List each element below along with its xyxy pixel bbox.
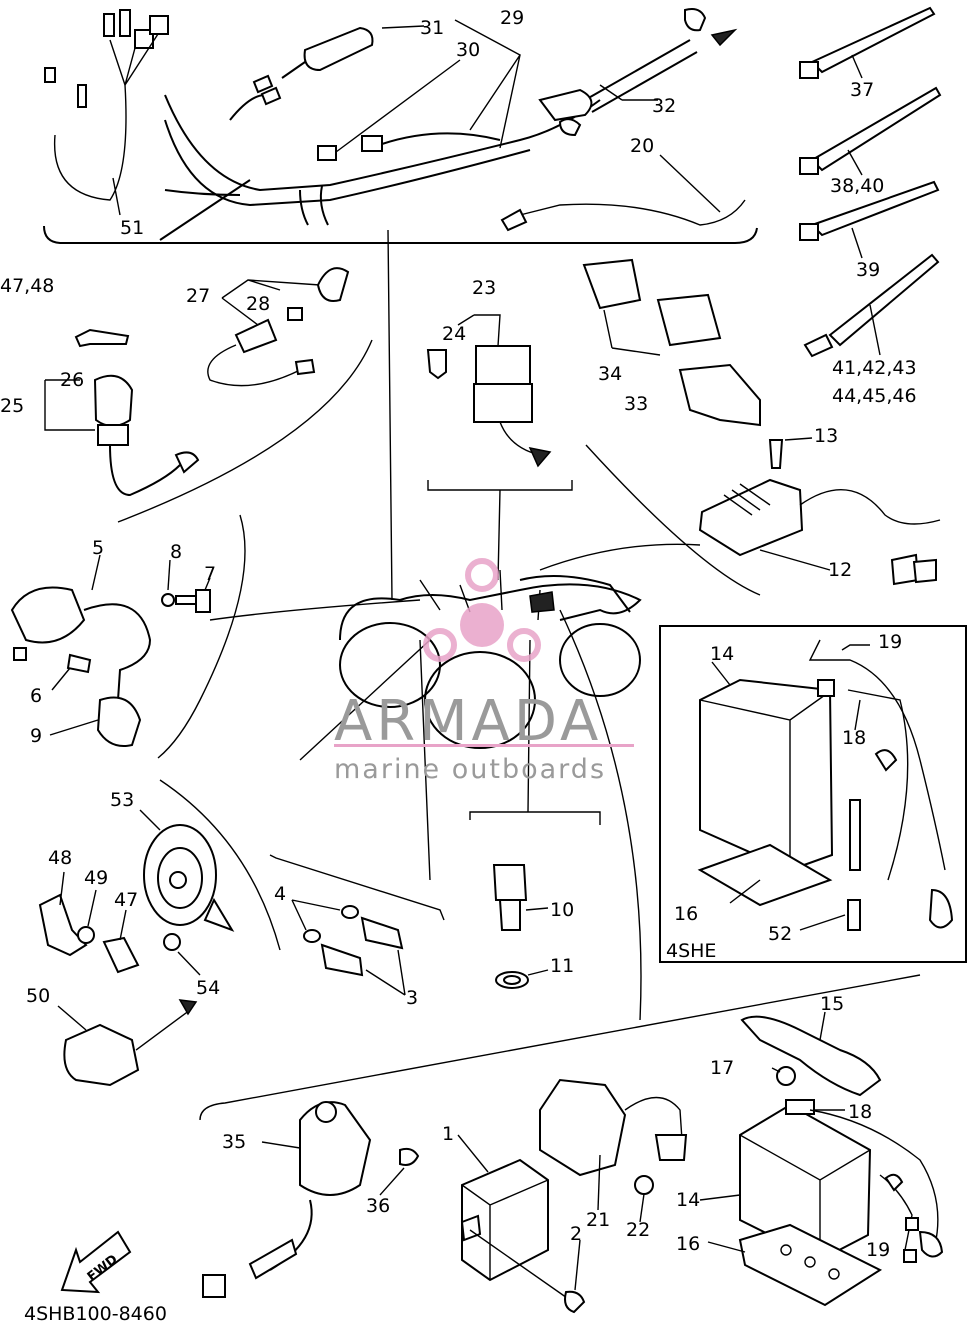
callout-18: 18 [848, 1101, 872, 1123]
horn-group [38, 779, 281, 1087]
callout-35: 35 [222, 1131, 246, 1153]
callout-52: 52 [768, 923, 792, 945]
watermark-rule [334, 744, 634, 747]
callout-50: 50 [26, 985, 50, 1007]
callout-41-43: 41,42,43 [832, 357, 917, 379]
callout-5: 5 [92, 537, 104, 559]
callout-7: 7 [204, 563, 216, 585]
callout-47-48-top: 47,48 [0, 275, 54, 297]
neutral-switch-group [469, 811, 601, 989]
callout-47: 47 [114, 889, 138, 911]
callout-33: 33 [624, 393, 648, 415]
watermark-tagline: marine outboards [334, 754, 606, 785]
callout-9: 9 [30, 725, 42, 747]
main-switch-group [44, 267, 373, 523]
callout-13: 13 [814, 425, 838, 447]
callout-6: 6 [30, 685, 42, 707]
callout-29: 29 [500, 7, 524, 29]
sensors-group [269, 854, 445, 996]
callout-48: 48 [48, 847, 72, 869]
callout-2: 2 [570, 1223, 582, 1245]
callout-18-inset: 18 [842, 727, 866, 749]
callout-17: 17 [710, 1057, 734, 1079]
callout-53: 53 [110, 789, 134, 811]
rectifier-group [698, 437, 941, 586]
callout-54: 54 [196, 977, 220, 999]
cable-ties-group [799, 6, 942, 358]
callout-38-40: 38,40 [830, 175, 884, 197]
callout-25: 25 [0, 395, 24, 417]
atv-outline [209, 229, 761, 1021]
callout-4: 4 [274, 883, 286, 905]
callout-49: 49 [84, 867, 108, 889]
callout-3: 3 [406, 987, 418, 1009]
watermark-brand: ARMADA [334, 689, 602, 754]
ignition-coil-group [10, 514, 246, 759]
callout-21: 21 [586, 1209, 610, 1231]
callout-39: 39 [856, 259, 880, 281]
inset-code: 4SHE [666, 940, 716, 962]
callout-8: 8 [170, 541, 182, 563]
callout-16: 16 [676, 1233, 700, 1255]
diagram-code: 4SHB100-8460 [24, 1303, 167, 1324]
callout-14-inset: 14 [710, 643, 734, 665]
starter-relay-group [426, 314, 573, 491]
bottom-electrical-group: FWD [60, 974, 944, 1314]
couplers-group [582, 258, 761, 427]
callout-11: 11 [550, 955, 574, 977]
callout-28: 28 [246, 293, 270, 315]
callout-32: 32 [652, 95, 676, 117]
callout-44-46: 44,45,46 [832, 385, 917, 407]
callout-labels: 31 29 30 32 20 51 37 38,40 39 41,42,43 4… [0, 7, 917, 1261]
callout-34: 34 [598, 363, 622, 385]
callout-36: 36 [366, 1195, 390, 1217]
battery-inset-4she: 4SHE [659, 625, 967, 963]
callout-31: 31 [420, 17, 444, 39]
callout-20: 20 [630, 135, 654, 157]
callout-26: 26 [60, 369, 84, 391]
callout-12: 12 [828, 559, 852, 581]
callout-27: 27 [186, 285, 210, 307]
callout-23: 23 [472, 277, 496, 299]
callout-10: 10 [550, 899, 574, 921]
callout-1: 1 [442, 1123, 454, 1145]
callout-14: 14 [676, 1189, 700, 1211]
fwd-arrow-icon: FWD [60, 1230, 132, 1294]
callout-51: 51 [120, 217, 144, 239]
callout-30: 30 [456, 39, 480, 61]
callout-16-inset: 16 [674, 903, 698, 925]
callout-37: 37 [850, 79, 874, 101]
callout-19-inset: 19 [878, 631, 902, 653]
callout-22: 22 [626, 1219, 650, 1241]
callout-15: 15 [820, 993, 844, 1015]
callout-24: 24 [442, 323, 466, 345]
wire-harness-group [43, 8, 758, 244]
yamaha-logo-icon [423, 558, 541, 662]
callout-19: 19 [866, 1239, 890, 1261]
